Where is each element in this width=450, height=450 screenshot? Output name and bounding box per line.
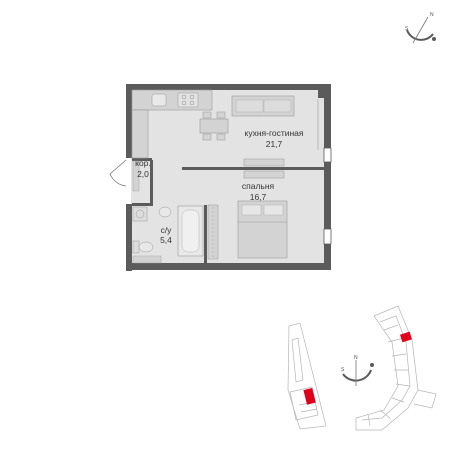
compass-bottom-dot-icon [370, 363, 374, 367]
burner [189, 94, 195, 100]
wall-corridor-right [150, 160, 153, 206]
living-room-name: кухня-гостиная [245, 128, 304, 138]
compass-bottom-arc-icon [342, 369, 372, 382]
compass-top-dot-icon [432, 37, 436, 41]
pillow [241, 204, 262, 216]
floor-area [131, 89, 325, 263]
living-room-area: 21,7 [266, 139, 283, 149]
wall-bottom [126, 263, 331, 270]
corridor-closet [132, 160, 140, 192]
apartment-location-marker-left [303, 387, 316, 405]
wall-kitchen-stub [132, 158, 152, 161]
bathroom-name: с/у [161, 225, 173, 235]
chair [216, 111, 226, 119]
compass-bottom: N S [341, 355, 374, 386]
corridor-name: кор. [135, 158, 151, 168]
apartment-location-marker-right [400, 331, 412, 343]
compass-top-needle-icon [412, 16, 429, 44]
chair [216, 133, 226, 141]
compass-top-arc-icon [406, 29, 434, 41]
apartment-plan: кухня-гостиная 21,7 спальня 16,7 кор. 2,… [109, 84, 332, 271]
washing-machine [132, 206, 148, 222]
chair [202, 111, 212, 119]
toilet-tank [132, 240, 140, 254]
building-left-wing [289, 386, 319, 421]
burner [189, 100, 195, 106]
toilet-bowl [138, 241, 154, 253]
sofa-cushion [263, 99, 292, 113]
wall-right [324, 84, 331, 270]
burner [181, 94, 187, 100]
bathroom-area: 5,4 [160, 235, 172, 245]
kitchen-counter-side [131, 109, 149, 159]
compass-top-south-label: S [405, 26, 409, 32]
building-right-cells [367, 324, 411, 427]
wall-top [126, 84, 331, 90]
tv-unit [243, 158, 285, 167]
wall-living-bedroom [182, 167, 324, 170]
corridor-area: 2,0 [137, 169, 149, 179]
bedroom-name: спальня [242, 181, 275, 191]
building-left-outline [287, 322, 327, 430]
site-plan [287, 305, 437, 431]
washbasin [158, 206, 172, 218]
wall-right-notch [318, 84, 331, 98]
window-living [323, 147, 332, 163]
wall-left-upper [126, 84, 132, 158]
pillow [263, 204, 284, 216]
bath-threshold [132, 255, 162, 264]
burner [181, 100, 187, 106]
wall-bath-vertical [204, 205, 207, 263]
chair [202, 133, 212, 141]
dining-table [199, 118, 229, 134]
sofa-cushion [235, 99, 264, 113]
washing-machine-door [135, 209, 145, 219]
stove [177, 92, 199, 108]
building-right-annex [413, 389, 437, 409]
building-right-inner [361, 315, 411, 421]
entry-door [109, 159, 127, 187]
compass-top: N S [405, 12, 436, 44]
wall-corridor-bath [132, 203, 152, 206]
wall-left-lower [126, 204, 132, 271]
compass-bottom-south-label: S [341, 367, 345, 373]
bathtub-inner [181, 209, 200, 253]
window-bedroom [323, 228, 332, 245]
bedroom-area: 16,7 [250, 192, 267, 202]
compass-top-north-label: N [430, 12, 434, 18]
building-left-inner [291, 337, 304, 383]
tv-unit-bedroom [243, 170, 285, 179]
compass-bottom-north-label: N [354, 355, 358, 361]
sink [151, 93, 167, 107]
kitchen-counter [131, 89, 213, 111]
